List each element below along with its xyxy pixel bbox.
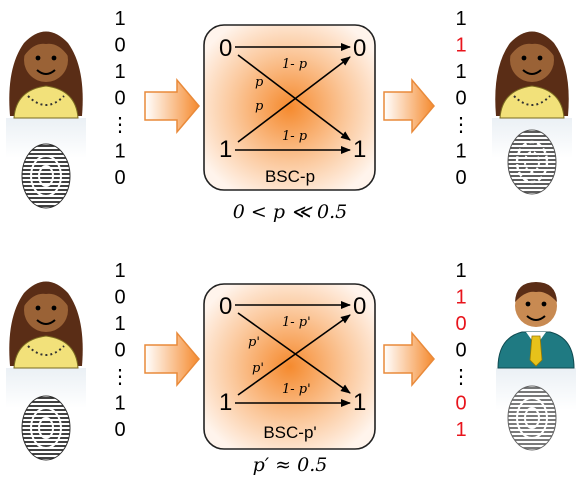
channel-box bbox=[203, 24, 376, 191]
output-arrow-icon bbox=[383, 330, 435, 388]
channel-condition: 0 < p ≪ 0.5 bbox=[233, 201, 347, 223]
input-bits: 1 0 1 0 ⋮ 1 0 bbox=[110, 8, 130, 189]
channel-output-bottom: 1 bbox=[353, 136, 366, 163]
input-arrow-icon bbox=[144, 77, 200, 135]
channel-input-top: 0 bbox=[219, 293, 232, 320]
bit: 0 bbox=[114, 287, 125, 309]
bit: 0 bbox=[114, 340, 125, 362]
input-arrow-icon bbox=[144, 330, 200, 388]
channel-panel-1: 1 0 1 0 ⋮ 1 0 0 0 1 1 1- p 1- p p p BSC-p 0 < … bbox=[6, 8, 572, 223]
bit: ⋮ bbox=[451, 114, 471, 136]
bit: 1 bbox=[114, 141, 125, 163]
bit: 0 bbox=[114, 419, 125, 441]
bit: 1 bbox=[455, 61, 466, 83]
channel-panel-2: 1 0 1 0 ⋮ 1 0 0 0 1 1 1- p' 1- p' p' p' BSC-p'… bbox=[6, 260, 576, 476]
bit: 0 bbox=[114, 167, 125, 189]
straight-prob-top: 1- p' bbox=[282, 315, 311, 330]
bit: 1 bbox=[114, 8, 125, 30]
bit: 0 bbox=[114, 88, 125, 110]
flipped-bit: 0 bbox=[455, 313, 466, 335]
fingerprint-icon bbox=[507, 385, 557, 451]
fingerprint-icon bbox=[21, 395, 71, 461]
cross-prob-bottom: p bbox=[255, 99, 264, 114]
flipped-bit: 1 bbox=[455, 287, 466, 309]
bit: 1 bbox=[455, 8, 466, 30]
output-bits: 1 1 1 0 ⋮ 1 0 bbox=[451, 8, 471, 189]
channel-name: BSC-p' bbox=[263, 423, 316, 442]
channel-output-bottom: 1 bbox=[353, 389, 366, 416]
straight-prob-bottom: 1- p bbox=[282, 129, 308, 144]
channel-input-top: 0 bbox=[219, 35, 232, 62]
fingerprint-icon bbox=[21, 143, 71, 209]
receiver-woman-icon bbox=[492, 31, 572, 158]
input-bits: 1 0 1 0 ⋮ 1 0 bbox=[110, 260, 130, 441]
cross-prob-bottom: p' bbox=[252, 361, 264, 376]
channel-box bbox=[203, 283, 376, 450]
sender-woman-icon bbox=[6, 31, 86, 158]
cross-prob-top: p bbox=[255, 75, 264, 90]
transition-arrow-1-0 bbox=[237, 314, 351, 396]
bit: ⋮ bbox=[110, 114, 130, 136]
flipped-bit: 1 bbox=[455, 419, 466, 441]
bit: 0 bbox=[114, 35, 125, 57]
flipped-bit: 0 bbox=[455, 393, 466, 415]
bit: 1 bbox=[114, 393, 125, 415]
bit: ⋮ bbox=[110, 366, 130, 388]
bit: 1 bbox=[455, 260, 466, 282]
bit: 0 bbox=[455, 167, 466, 189]
channel-input-bottom: 1 bbox=[219, 389, 232, 416]
bit: ⋮ bbox=[451, 366, 471, 388]
channel-output-top: 0 bbox=[353, 293, 366, 320]
flipped-bit: 1 bbox=[455, 35, 466, 57]
channel-condition: p′ ≈ 0.5 bbox=[253, 454, 328, 476]
noisy-fingerprint-icon bbox=[507, 129, 557, 195]
sender-woman-icon bbox=[6, 281, 86, 408]
bit: 1 bbox=[114, 313, 125, 335]
bit: 1 bbox=[114, 260, 125, 282]
output-bits: 1 1 0 0 ⋮ 0 1 bbox=[451, 260, 471, 441]
transition-arrow-0-1 bbox=[237, 312, 351, 394]
cross-prob-top: p' bbox=[248, 335, 260, 350]
bit: 0 bbox=[455, 340, 466, 362]
channel-input-bottom: 1 bbox=[219, 136, 232, 163]
bit: 1 bbox=[455, 141, 466, 163]
transition-arrow-0-1 bbox=[237, 54, 351, 141]
straight-prob-top: 1- p bbox=[282, 57, 308, 72]
bit: 1 bbox=[114, 61, 125, 83]
channel-output-top: 0 bbox=[353, 35, 366, 62]
straight-prob-bottom: 1- p' bbox=[282, 382, 311, 397]
channel-name: BSC-p bbox=[265, 167, 315, 186]
transition-arrow-1-0 bbox=[237, 56, 351, 143]
output-arrow-icon bbox=[383, 77, 435, 135]
bit: 0 bbox=[455, 88, 466, 110]
